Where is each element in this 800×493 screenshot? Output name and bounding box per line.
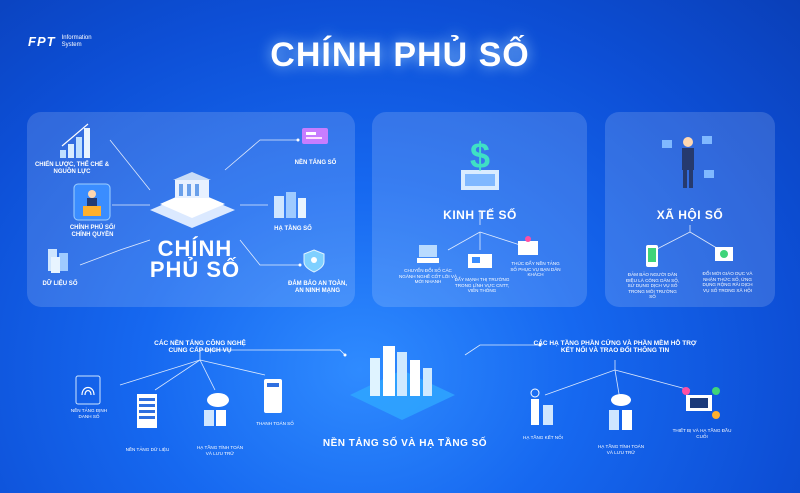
society-person-icon: [662, 136, 714, 188]
label-economy-c: THÚC ĐẨY NỀN TẢNG SỐ PHỤC VỤ BẠN DÂN KHÁ…: [510, 261, 561, 277]
economy-title: KINH TẾ SỐ: [443, 208, 517, 222]
label-data: DỮ LIỆU SỐ: [42, 281, 78, 287]
label-left-id: NỀN TẢNG ĐỊNH DANH SỐ: [70, 408, 108, 419]
label-bottom-center: NỀN TẢNG SỐ VÀ HẠ TẦNG SỐ: [322, 438, 488, 449]
end-devices-icon: [682, 387, 720, 419]
label-infra: HẠ TẦNG SỐ: [274, 226, 312, 232]
platform-screen-icon: [302, 128, 328, 144]
society-title: XÃ HỘI SỐ: [656, 208, 724, 222]
industry-workstation-icon: [417, 245, 439, 263]
logo-subtitle: Information System: [62, 35, 92, 49]
label-right-compute: HẠ TẦNG TÍNH TOÁN VÀ LƯU TRỮ: [597, 444, 645, 455]
security-shield-icon: [303, 249, 325, 273]
citizen-phone-icon: [646, 245, 658, 267]
label-gov-center-1: CHÍNH: [157, 236, 233, 261]
dollar-coin-icon: $: [461, 135, 499, 190]
label-society-b: ĐỔI MỚI GIÁO DỤC VÀ NHẬN THỨC SỐ, ỨNG DỤ…: [702, 271, 753, 293]
label-economy-a: CHUYỂN ĐỔI SỐ CÁC NGÀNH NGHỀ CỐT LÕI VÀ …: [398, 268, 458, 284]
label-left-pay: THANH TOÁN SỐ: [256, 421, 294, 426]
label-economy-b: ĐẨY MẠNH THỊ TRƯỜNG TRONG LĨNH VỰC CNTT,…: [454, 277, 510, 293]
label-strategy: CHIẾN LƯỢC, THỂ CHẾ & NGUỒN LỰC: [34, 162, 110, 175]
network-tower-icon: [530, 388, 553, 425]
label-left-data: NỀN TẢNG DỮ LIỆU: [125, 447, 170, 452]
label-right-heading-1: CÁC HẠ TẦNG PHẦN CỨNG VÀ PHẦN MỀM HỖ TRỢ: [533, 340, 697, 347]
label-society-a: ĐẢM BẢO NGƯỜI DÂN ĐIỀU LÀ CÔNG DÂN SỐ, S…: [625, 272, 680, 299]
logo-brand: FPT: [28, 34, 56, 49]
label-left-heading-2: CUNG CẤP DỊCH VỤ: [168, 347, 232, 354]
label-right-heading-2: KẾT NỐI VÀ TRAO ĐỔI THÔNG TIN: [560, 347, 670, 354]
label-right-devices: THIẾT BỊ VÀ HẠ TẦNG ĐẦU CUỐI: [672, 428, 732, 439]
logo-line2: System: [61, 41, 82, 48]
chart-stairs-icon: [60, 123, 90, 158]
podium-speaker-icon: [73, 183, 111, 221]
city-hub-icon: [350, 346, 455, 420]
payment-card-icon: [264, 379, 282, 413]
education-screen-icon: [715, 247, 733, 261]
label-digital-gov: CHÍNH PHỦ SỐ/ CHÍNH QUYỀN: [69, 225, 116, 238]
panel-digital-economy: [372, 112, 587, 307]
svg-text:$: $: [470, 135, 490, 176]
server-infra-icon: [274, 192, 306, 218]
logo-line1: Information: [61, 34, 92, 41]
market-device-icon: [468, 254, 492, 268]
fingerprint-id-icon: [75, 375, 101, 405]
label-security-2: AN NINH MẠNG: [295, 288, 340, 294]
label-left-compute: HẠ TẦNG TÍNH TOÁN VÀ LƯU TRỮ: [196, 445, 244, 456]
label-left-heading-1: CÁC NỀN TẢNG CÔNG NGHỆ: [154, 340, 246, 347]
cloud-server-icon: [609, 394, 632, 430]
label-platform: NỀN TẢNG SỐ: [294, 160, 337, 166]
label-right-connect: HẠ TẦNG KẾT NỐI: [523, 435, 563, 440]
label-gov-center-2: PHỦ SỐ: [149, 257, 241, 282]
data-storage-icon: [48, 249, 68, 273]
service-platform-icon: [518, 236, 538, 255]
fpt-logo: FPT Information System: [28, 34, 92, 49]
page-title: CHÍNH PHỦ SỐ: [270, 36, 530, 74]
cloud-storage-icon: [204, 393, 229, 426]
label-security-1: ĐẢM BẢO AN TOÀN,: [288, 281, 347, 287]
government-building-icon: [150, 172, 235, 228]
server-rack-icon: [137, 394, 157, 428]
